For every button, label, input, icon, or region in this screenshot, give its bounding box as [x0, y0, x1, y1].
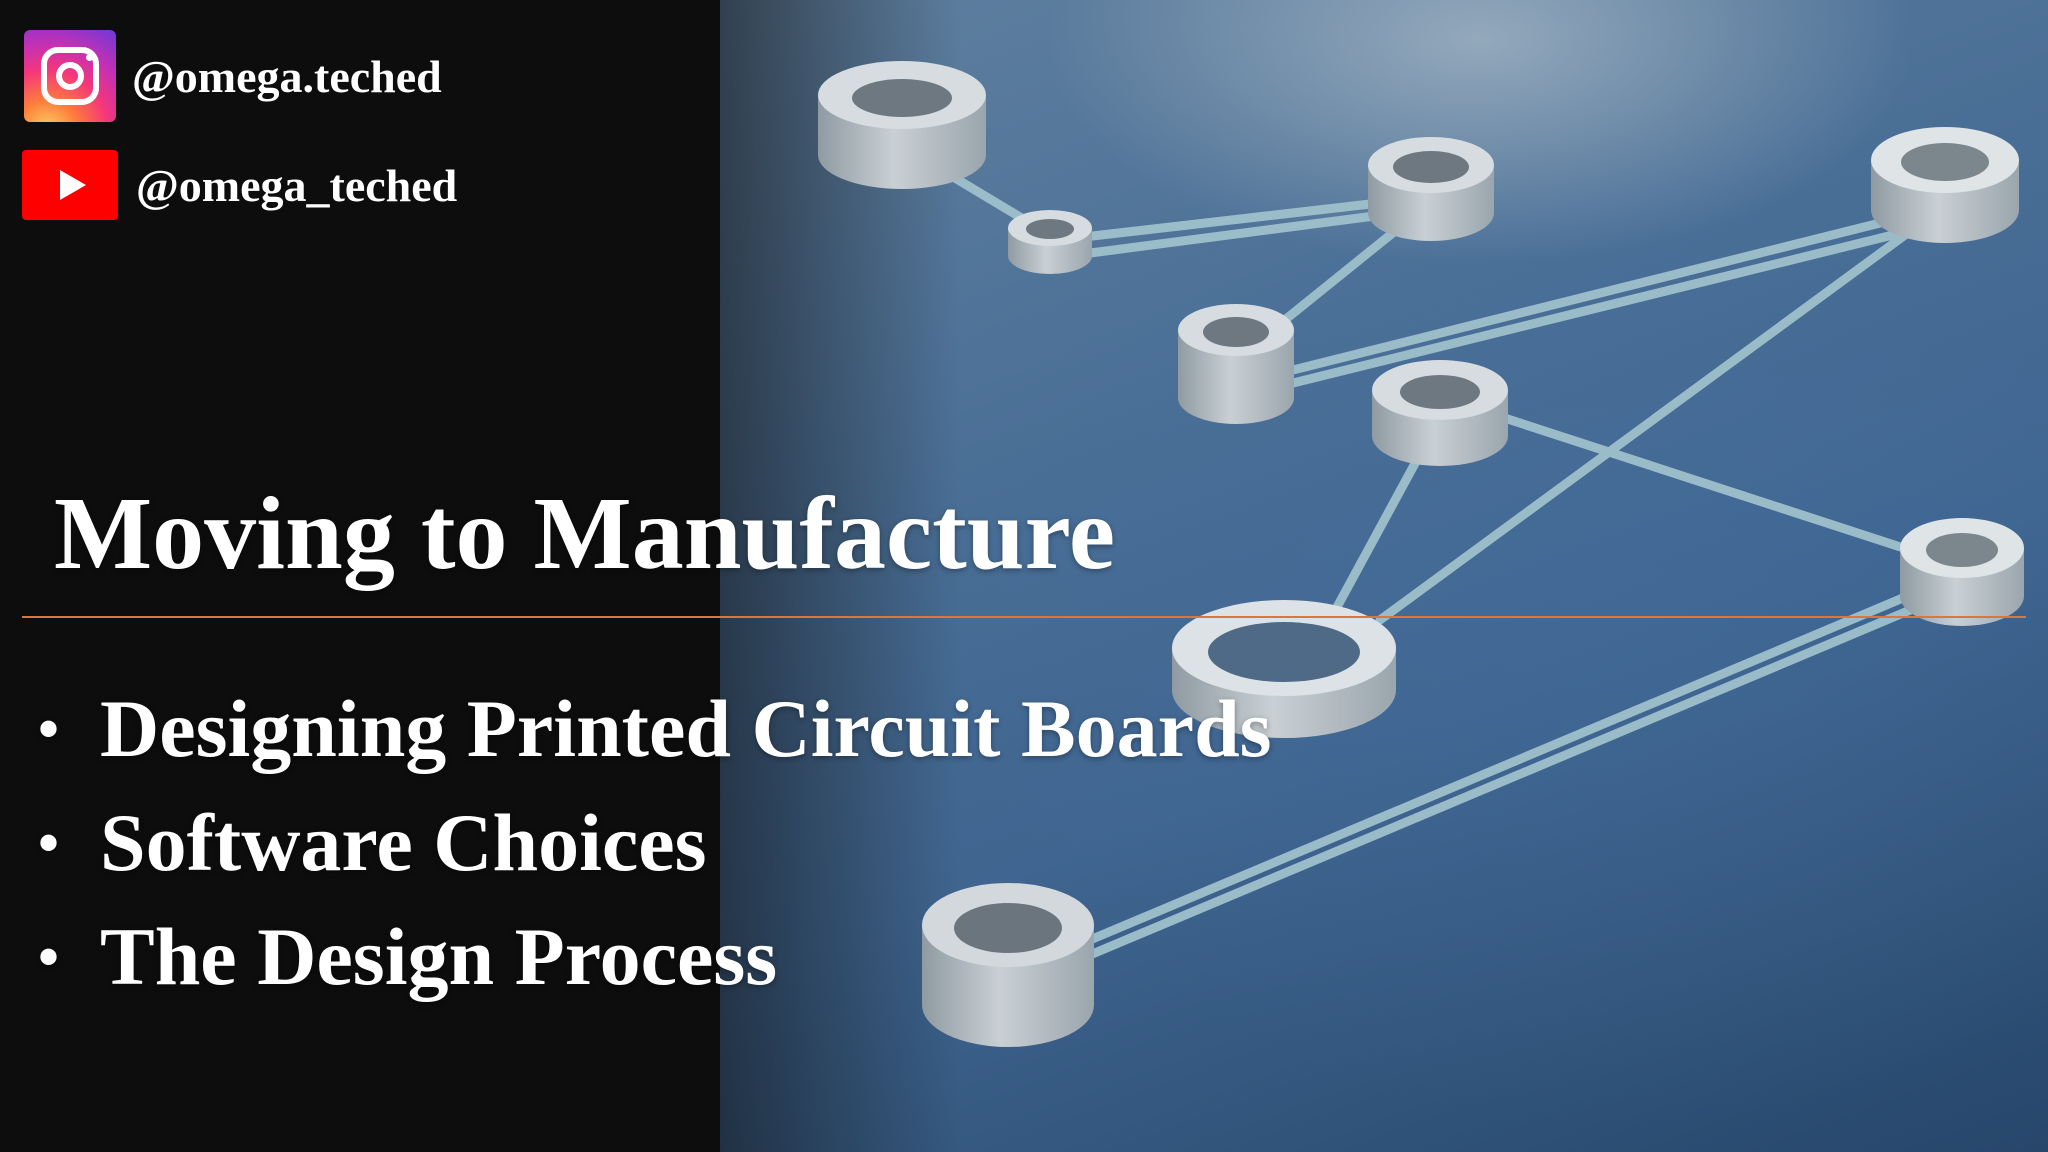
bullet-text: Designing Printed Circuit Boards [100, 683, 1272, 774]
bullet-dot-icon: • [38, 809, 60, 876]
bullet-item: • Designing Printed Circuit Boards [38, 672, 1272, 786]
slide-title: Moving to Manufacture [54, 476, 1116, 591]
node-cylinders [818, 61, 2024, 1047]
youtube-icon [22, 150, 118, 220]
dark-left-panel [0, 0, 720, 1152]
youtube-handle: @omega_teched [136, 159, 458, 211]
bullet-dot-icon: • [38, 923, 60, 990]
instagram-icon [24, 30, 116, 122]
bullet-text: The Design Process [100, 911, 778, 1002]
instagram-handle-row[interactable]: @omega.teched [24, 30, 442, 122]
bullet-dot-icon: • [38, 695, 60, 762]
bullet-text: Software Choices [100, 797, 707, 888]
title-divider [22, 616, 2026, 618]
bullet-item: • The Design Process [38, 900, 1272, 1014]
bullet-item: • Software Choices [38, 786, 1272, 900]
instagram-handle: @omega.teched [132, 50, 442, 102]
youtube-handle-row[interactable]: @omega_teched [22, 150, 457, 220]
bullet-list: • Designing Printed Circuit Boards • Sof… [38, 672, 1272, 1014]
